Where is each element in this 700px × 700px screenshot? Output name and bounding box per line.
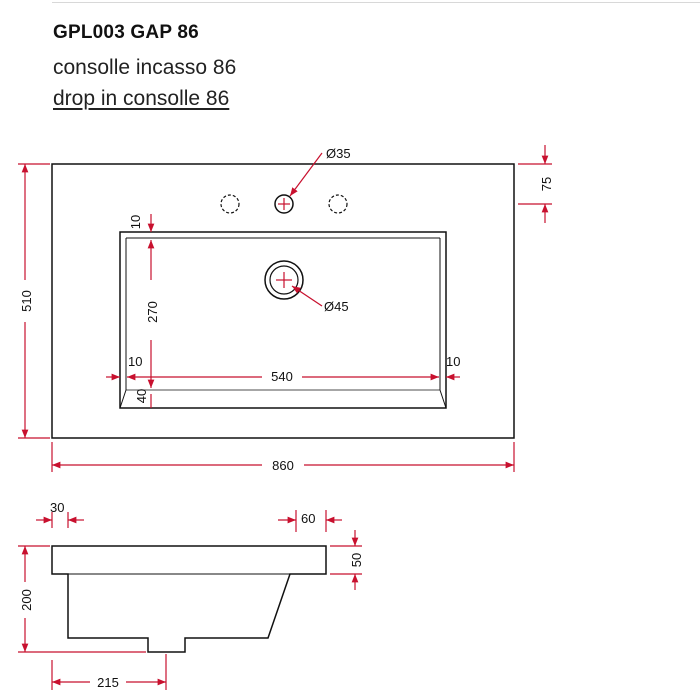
tap-hole-label: Ø35 [326,146,351,161]
bowl-front-label: 40 [134,389,149,403]
drain-hole-outer [264,260,304,300]
bowl-width-label: 540 [271,369,293,384]
top-thickness-label: 50 [349,553,364,567]
side-right-label: 60 [301,511,315,526]
top-thickness-dimension [330,530,362,590]
tap-hole-center [274,194,294,214]
top-view: Ø35 Ø45 75 510 10 270 [18,145,554,473]
side-profile [51,545,327,653]
side-left-label: 30 [50,500,64,515]
drain-hole-dimension: Ø45 [291,285,349,314]
drain-hole-label: Ø45 [324,299,349,314]
bowl-depth-label: 270 [145,301,160,323]
total-depth-dimension [18,163,50,439]
rim-left-label: 10 [128,354,142,369]
side-left-dimension [36,512,84,528]
product-name-english: drop in consolle 86 [53,87,230,110]
total-depth-label: 510 [19,290,34,312]
top-divider [52,2,700,3]
total-height-label: 200 [19,589,34,611]
rim-top-label: 10 [128,215,143,229]
product-header: GPL003 GAP 86 consolle incasso 86 drop i… [53,20,236,114]
basin-outline [51,163,515,439]
total-width-dimension [51,442,515,472]
side-view: 30 60 50 200 [18,500,364,690]
tap-hole-dimension: Ø35 [289,146,351,197]
side-right-dimension [278,510,342,532]
product-name-italian: consolle incasso 86 [53,56,237,79]
rim-right-label: 10 [446,354,460,369]
tap-offset-label: 75 [539,177,554,191]
bowl-outline [119,231,447,409]
product-code: GPL003 GAP 86 [53,22,199,43]
total-width-label: 860 [272,458,294,473]
drain-position-label: 215 [97,675,119,690]
drain-hole-inner [269,265,299,295]
tap-offset-dimension [518,145,552,223]
total-height-dimension [18,545,146,653]
drain-position-dimension [51,654,167,690]
tap-hole-right [328,194,348,214]
tap-hole-left [220,194,240,214]
